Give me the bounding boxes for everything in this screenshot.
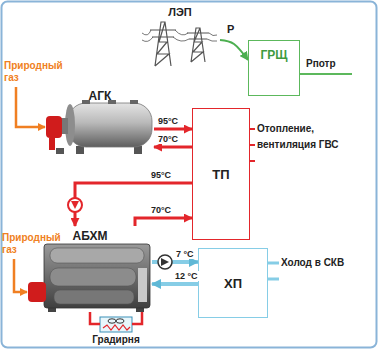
node-title: АБХМ [73, 230, 108, 243]
pipe-connector [132, 312, 142, 324]
cooling-tower-icon [116, 319, 124, 323]
pump-symbol [71, 201, 79, 209]
node-title: ХП [224, 277, 242, 290]
chiller-drawing [44, 244, 150, 308]
gas-supply-lines [14, 259, 27, 292]
chiller-drawing [50, 248, 144, 263]
boiler-drawing [130, 100, 138, 104]
consumer-leads [268, 263, 279, 279]
power-line-towers [142, 30, 217, 41]
power-line-towers [142, 22, 217, 66]
cold-point-box: ХП [198, 248, 268, 318]
boiler-drawing [56, 148, 64, 154]
consumer-label: Холод в СКВ [281, 255, 345, 271]
boiler-drawing [46, 100, 152, 154]
chiller-drawing [54, 290, 134, 304]
consumer-label: Отопление, вентиляция ГВС [257, 121, 341, 153]
temperature-label: 95°C [150, 170, 172, 180]
pump-symbol [158, 255, 172, 269]
pump-symbol [161, 258, 169, 266]
temperature-label: 7 °C [175, 249, 195, 259]
cooling-tower: Градирня [100, 317, 132, 332]
gas-supply-lines [16, 87, 45, 127]
node-title: Градирня [92, 333, 139, 346]
boiler: АГК [46, 86, 154, 154]
pump-symbol [68, 198, 82, 212]
consumer-leads [250, 129, 255, 161]
switchboard-box: ГРЩ [248, 40, 300, 96]
pump-symbol [68, 198, 82, 212]
temperature-label: 70°C [150, 205, 172, 215]
pipe-connector [90, 312, 100, 324]
pipe-connector [154, 146, 192, 149]
power-line: ЛЭП [140, 2, 220, 68]
pipe-connector [154, 128, 192, 131]
boiler-drawing [68, 103, 152, 147]
pipe-connector [75, 183, 192, 226]
cooling-tower-icon [103, 325, 130, 330]
temperature-label: 95°C [157, 116, 179, 126]
chiller-drawing [28, 282, 46, 302]
power-line-towers [150, 22, 176, 66]
consumer-leads [300, 73, 352, 75]
pump-symbol [158, 255, 172, 269]
load-label: Рпотр [306, 58, 356, 70]
heat-point-box: ТП [192, 108, 250, 240]
pipe-connector [220, 40, 248, 60]
temperature-label: 70°C [157, 134, 179, 144]
pipe-connector [152, 282, 198, 286]
boiler-drawing [49, 138, 55, 150]
node-title: ГРЩ [260, 49, 287, 62]
chiller-drawing [28, 244, 150, 312]
chiller-drawing [50, 268, 136, 286]
temperature-label: P [226, 24, 235, 34]
power-line-towers [187, 28, 209, 62]
gas-label: Природный газ [4, 60, 64, 84]
temperature-label: 12 °C [174, 271, 199, 281]
node-title: ТП [212, 168, 229, 181]
boiler-drawing [76, 146, 84, 154]
chiller-drawing [138, 268, 147, 302]
node-title: ЛЭП [168, 6, 191, 19]
cooling-tower-icon [108, 319, 116, 323]
cooling-tower-icon [100, 317, 132, 332]
gas-label: Природный газ [2, 232, 62, 256]
boiler-drawing [46, 116, 62, 138]
cooling-tower-icon [100, 317, 132, 332]
gas-supply-lines [14, 87, 45, 292]
pipe-connector [135, 218, 192, 226]
node-title: АГК [89, 90, 112, 103]
